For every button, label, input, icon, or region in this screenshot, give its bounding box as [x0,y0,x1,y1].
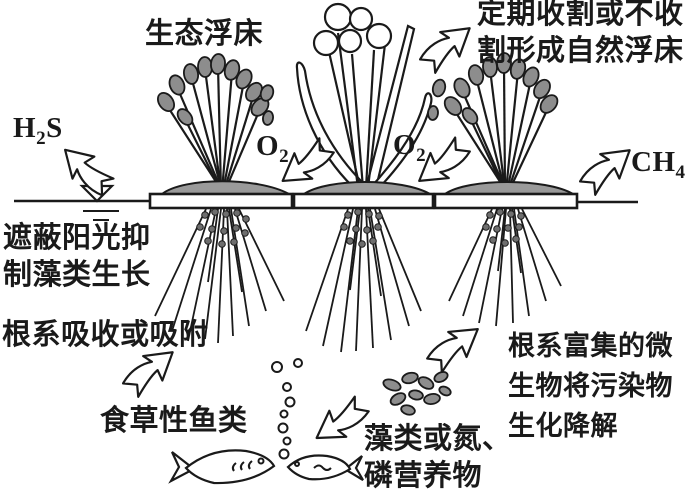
flower-heads-left [156,53,275,126]
label-harvest-note: 定期收割或不收 割形成自然浮床 [477,0,684,67]
microbial-arrow-icon [421,315,489,378]
fish-large-icon [168,449,276,485]
white-flowers [312,2,393,57]
algae-cluster-icon [382,371,452,416]
label-floating-bed-title: 生态浮床 [145,18,264,50]
raft-segments [148,192,579,210]
plant-right [427,52,559,192]
microbes-right [482,208,525,247]
label-root-absorb: 根系吸收或吸附 [2,319,209,351]
water-surface-line [14,199,638,204]
flower-heads-right [427,52,559,125]
roots-center [305,208,422,353]
h2s-arrow-icon [53,137,119,203]
label-microbial-degradation: 根系富集的微 生物将污染物 生化降解 [508,331,673,441]
plant-center-flowering [295,2,433,190]
label-shading-note: 遮蔽阳光抑 制藻类生长 [3,222,151,291]
microbes-center [340,208,383,248]
label-herbivorous-fish: 食草性鱼类 [100,405,248,437]
label-algae-nutrients: 藻类或氮、 磷营养物 [364,423,512,492]
label-o2-left: O2 [256,130,290,167]
microbes-left [196,208,250,248]
label-o2-right: O2 [393,129,427,166]
bubbles-icon [271,358,303,460]
ch4-arrow-icon [573,136,641,201]
plant-left [156,53,275,192]
fish-small-icon [286,454,364,481]
substrate-mounds [159,180,577,195]
label-h2s: H2S [13,112,63,149]
label-ch4: CH4 [631,146,686,183]
